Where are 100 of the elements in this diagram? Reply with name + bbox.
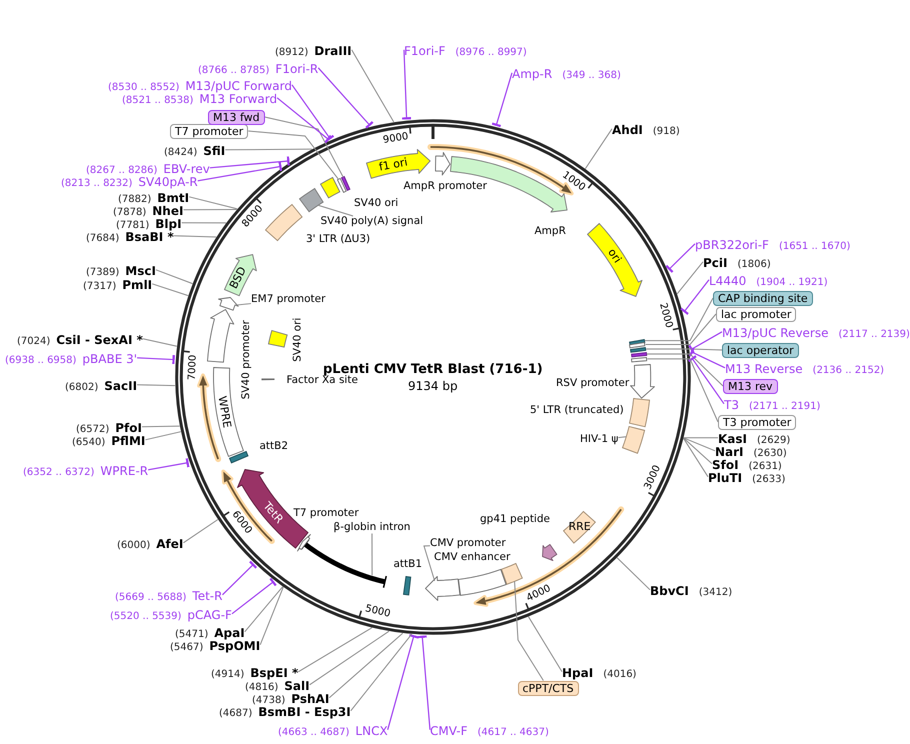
feature-label: CMV promoter [430,538,506,550]
enzyme-name: BmtI [157,191,190,205]
enzyme-name: SacII [104,379,138,393]
feature-label: gp41 peptide [480,514,550,526]
feature-label: AmpR promoter [404,181,487,193]
leader-line [688,331,722,354]
enzyme-name: BlpI [155,217,182,231]
primer-name: pBABE 3' [82,352,138,366]
feature-tag: cPPT/CTS [518,680,579,696]
feature-label: CMV enhancer [434,552,510,564]
feature-label: 5' LTR (truncated) [530,405,624,417]
feature-label: SV40 poly(A) signal [320,216,424,228]
feature-tag: lac promoter [716,306,796,322]
leader-line [222,560,258,596]
leader-line [276,97,332,144]
leader-line [683,438,712,464]
site-position: (2630) [754,448,787,459]
enzyme-name: SfoI [712,458,739,472]
enzyme-name: AhdI [612,123,643,137]
site-position: (2629) [757,435,790,446]
site-position: (7878) [113,207,146,218]
site-position: (6572) [76,424,110,435]
feature-label: HIV-1 ψ [580,434,618,446]
enzyme-name: NarI [715,445,744,459]
leader-line [181,222,227,224]
feature-label: SV40 promoter [240,320,252,400]
leader-line [318,67,374,129]
primer-position: (4663 .. 4687) [278,727,350,738]
site-position: (2631) [748,461,782,472]
leader-line [328,632,404,698]
leader-line [528,616,562,672]
feature-tag: lac operator [722,342,799,358]
site-position: (1806) [738,259,771,270]
leader-line [248,130,340,180]
primer-name: T3 [724,398,739,412]
enzyme-name: CsiI - SexAI * [56,333,143,347]
enzyme-name: BbvCI [650,584,689,598]
tick-label: 9000 [382,132,410,146]
site-position: (4016) [603,669,636,680]
leader-line [264,116,344,178]
site-position: (7024) [17,336,50,347]
enzyme-name: AfeI [156,537,184,551]
primer-name: EBV-rev [163,162,210,176]
leader-line [298,627,372,672]
leader-line [676,261,704,294]
primer-name: M13 Reverse [725,362,803,376]
leader-line [224,148,312,150]
feature-label: 3' LTR (ΔU3) [306,234,370,246]
primer-name: F1ori-R [275,62,318,76]
leader-line [683,437,716,452]
enzyme-name: PluTI [708,471,742,485]
primer-position: (2136 .. 2152) [812,365,884,376]
primer-position: (349 .. 368) [562,70,621,81]
site-position: (7684) [86,233,120,244]
enzyme-name: PfoI [115,421,142,435]
leader-line [372,533,373,576]
leader-line [142,338,178,347]
leader-line [644,298,714,342]
leader-line [148,458,190,470]
primer-name: M13/pUC Reverse [722,326,828,340]
primer-name: pBR322ori-F [695,238,769,252]
leader-line [144,431,182,440]
site-position: (8912) [275,47,308,58]
primer-name: LNCX [355,724,388,738]
primer-name: CMV-F [430,724,468,738]
primer-name: SV40pA-R [138,175,198,189]
feature-tag: T3 promoter [718,414,796,430]
primer-position: (8213 .. 8232) [61,178,132,189]
feature-label: BSD [228,265,250,292]
primer-position: (1904 .. 1921) [756,277,828,288]
primer-name: Tet-R [192,589,222,603]
leader-line [492,72,513,128]
enzyme-name: KasI [718,432,748,446]
site-position: (918) [652,126,680,137]
primer-position: (5669 .. 5688) [115,592,186,603]
primer-name: WPRE-R [100,464,148,478]
site-position: (2633) [752,474,786,485]
site-position: (6000) [117,540,150,551]
leader-line [351,49,394,122]
enzyme-name: BspEI * [250,666,298,680]
leader-line [387,634,418,730]
leader-line [683,438,708,478]
feature-label: β-globin intron [334,522,410,534]
site-position: (8424) [164,147,198,158]
feature-bar [300,538,388,589]
enzyme-name: PshAI [291,692,330,706]
primer-position: (1651 .. 1670) [778,241,850,252]
primer-position: (5520 .. 5539) [110,611,182,622]
site-position: (6802) [65,382,98,393]
site-position: (4914) [211,669,244,680]
leader-line [291,84,334,142]
tick-label: 2000 [658,301,675,329]
primer-name: Amp-R [512,67,552,81]
feature-block [216,296,240,312]
primer-name: M13 Forward [199,92,278,106]
primer-position: (8530 .. 8552) [108,82,180,93]
enzyme-name: SfiI [203,144,226,158]
feature-label: AmpR [534,226,566,238]
leader-line [152,283,189,296]
leader-line [350,634,412,712]
